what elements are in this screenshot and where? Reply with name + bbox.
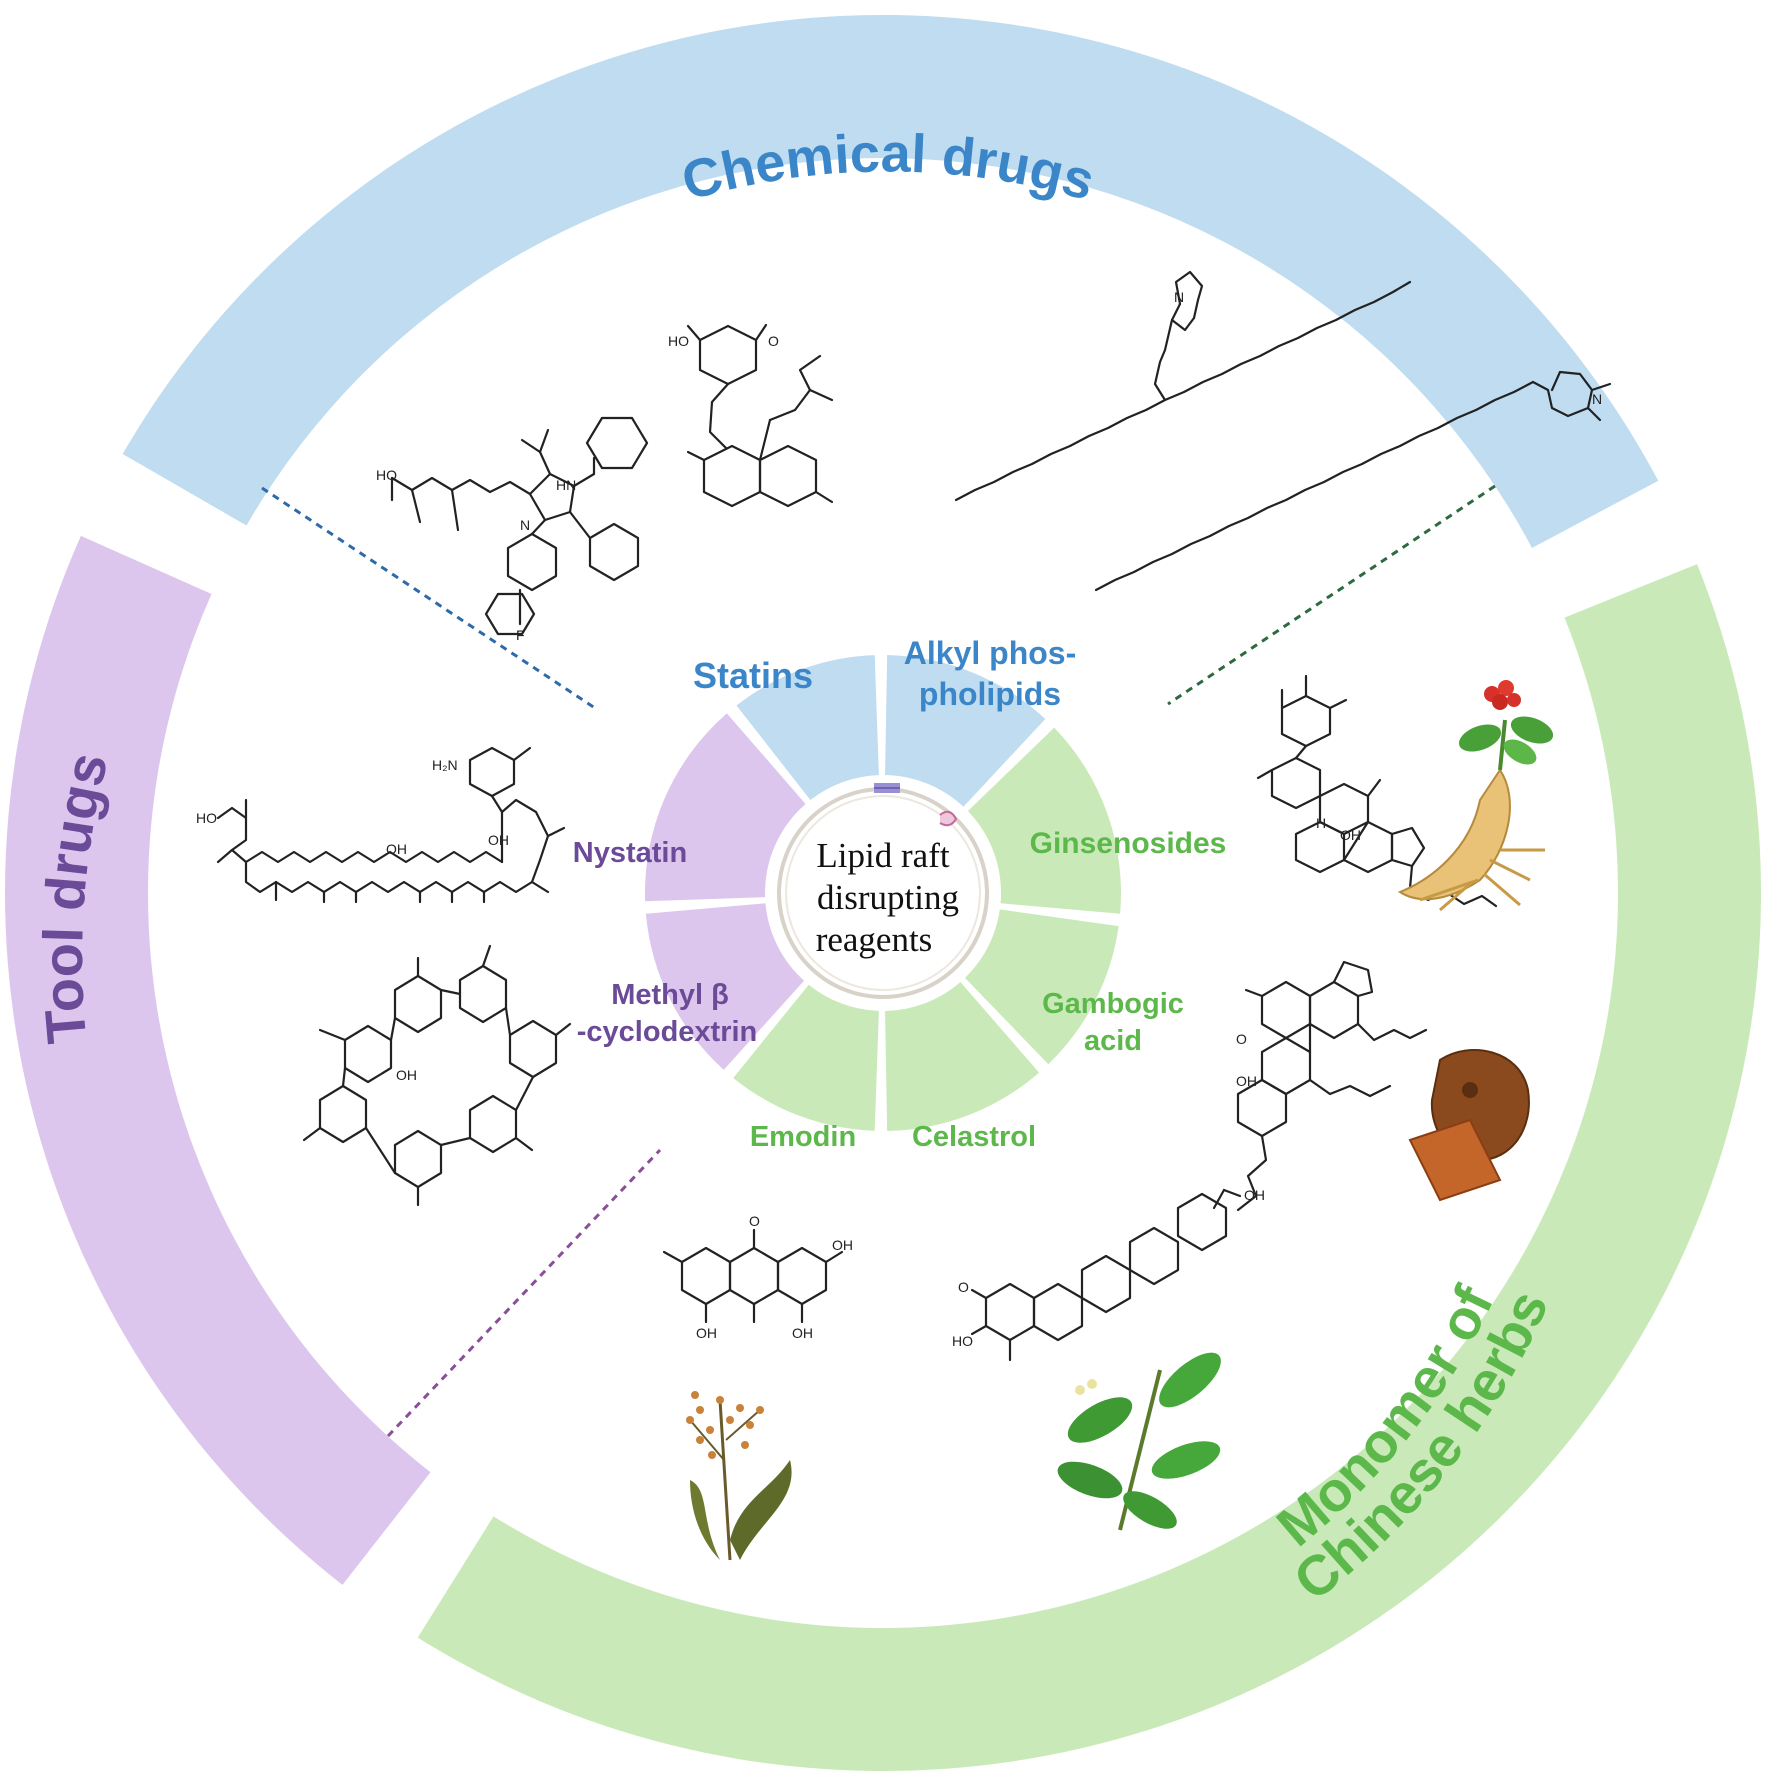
perifosine-structure [1094,370,1612,592]
center-label-line3: reagents [816,920,933,959]
center-inner-ring [785,795,981,991]
alkyl-label-line1: Alkyl phos- [904,635,1076,671]
divider-chem-tool [261,486,599,712]
gambogic-atom-oh: OH [1236,1073,1257,1089]
celastrol-atom-o: O [958,1279,969,1295]
emodin-atom-o: O [749,1213,760,1229]
gambogic-label-line2: acid [1084,1025,1142,1057]
gamboge-resin-icon [1408,1049,1530,1202]
cyclodextrin-atom-oh: OH [396,1067,417,1083]
nystatin-atom-h2n: H₂N [432,757,458,773]
divider-tool-herb [386,1148,662,1438]
methyl-label-line1: Methyl β [611,979,729,1011]
nystatin-atom-oh: OH [386,841,407,857]
emodin-label: Emodin [750,1121,856,1153]
alkylpc-structure [954,270,1412,502]
celastrol-wedge [885,982,1040,1131]
atorvastatin-atoms: HO [376,467,397,483]
alkyl-phospholipids-wedge [885,655,1046,807]
gambogic-label-line1: Gambogic [1042,988,1184,1020]
atorvastatin-atom-hn: HN [556,477,576,493]
methyl-label-line2: -cyclodextrin [577,1016,758,1048]
chemical-drugs-sector [122,14,1659,548]
celastrol-label: Celastrol [912,1121,1036,1153]
lovastatin-structure [686,323,834,508]
inner-ring [644,655,1121,1131]
statins-wedge [736,655,879,801]
dashed-dividers [261,484,1496,1438]
ginsenosides-label: Ginsenosides [1030,827,1227,860]
center-label-line2: disrupting [817,878,959,917]
atorvastatin-atom-n: N [520,517,530,533]
divider-chem-herb [1167,484,1496,706]
rhubarb-plant-icon [686,1391,792,1561]
methyl-cyclodextrin-wedge [645,903,805,1070]
emodin-atom-oh3: OH [792,1325,813,1341]
emodin-structure [662,1228,844,1324]
nystatin-atom-ho: HO [196,810,217,826]
alkyl-label-line2: pholipids [919,676,1061,712]
center-node: Lipid raft disrupting reagents [777,783,989,999]
ginsenosides-wedge [967,727,1121,914]
ginseng-root-icon [1397,680,1554,912]
nystatin-atom-oh2: OH [488,832,509,848]
gambogic-structure [1236,960,1428,1212]
ginsenoside-atom-oh: OH [1340,827,1361,843]
atorvastatin-atom-f: F [516,627,525,643]
emodin-atom-oh: OH [832,1237,853,1253]
atorvastatin-structure [390,416,649,636]
center-label-line1: Lipid raft [816,836,949,875]
tool-drugs-sector [4,535,431,1585]
lovastatin-atom-o: O [768,333,779,349]
cyclodextrin-structure [302,944,572,1207]
nystatin-structure [216,746,566,904]
gambogic-acid-wedge [964,909,1119,1065]
outer-ring [4,14,1761,1771]
celastrus-plant-icon [1057,1352,1221,1531]
celastrol-atom-ho: HO [952,1333,973,1349]
emodin-wedge [733,984,879,1131]
nystatin-label: Nystatin [573,837,687,869]
celastrol-structure [970,1188,1242,1362]
nystatin-wedge [644,713,806,902]
alkylpc-atom-n: N [1174,289,1184,305]
lovastatin-atom-ho: HO [668,333,689,349]
ginsenoside-atom-h: H [1316,815,1326,831]
emodin-atom-oh2: OH [696,1325,717,1341]
chinese-herbs-sector [417,564,1761,1771]
statins-label: Statins [693,655,813,696]
gambogic-atom-o: O [1236,1031,1247,1047]
perifosine-atom-n: N [1592,391,1602,407]
celastrol-atom-oh: OH [1244,1187,1265,1203]
cell-membrane-icon [874,783,958,827]
